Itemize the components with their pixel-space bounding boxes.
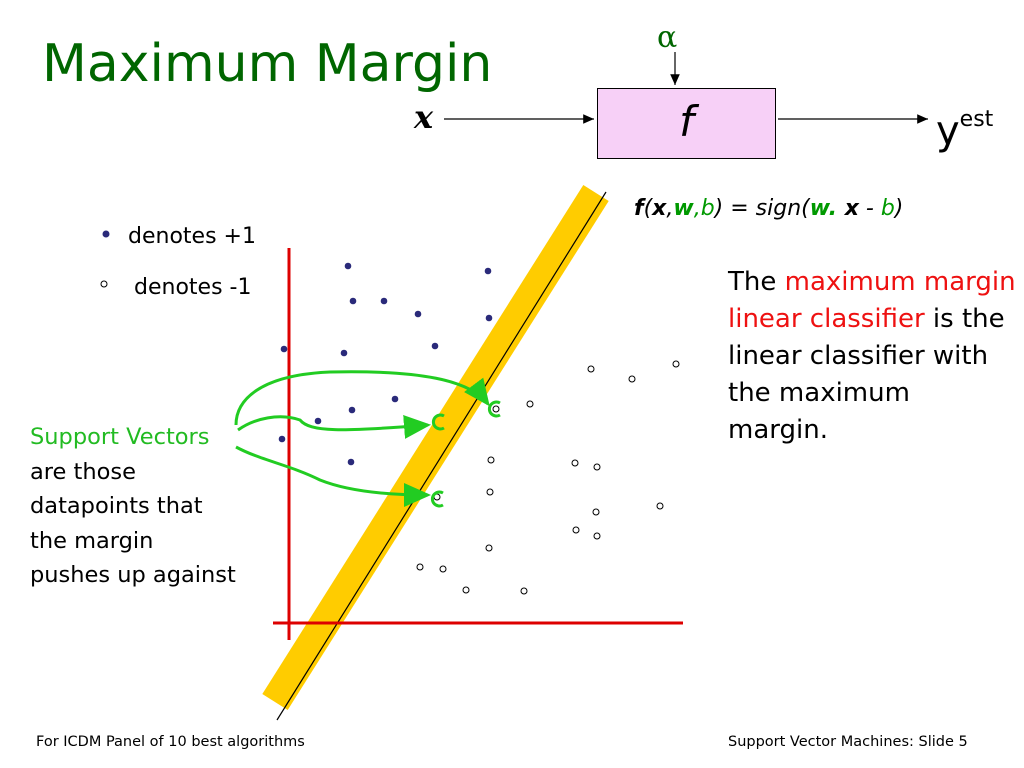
legend-negative-dot xyxy=(100,280,108,288)
positive-point xyxy=(431,342,439,350)
support-vector-arrow-1 xyxy=(234,370,490,426)
negative-point xyxy=(587,365,595,373)
support-vector-marker xyxy=(431,413,445,431)
description-text: The maximum margin linear classifier is … xyxy=(728,264,1018,449)
negative-point xyxy=(492,405,500,413)
formula-x2: x xyxy=(837,196,859,221)
positive-point xyxy=(340,349,348,357)
support-vector-marker xyxy=(487,400,501,418)
positive-point xyxy=(484,267,492,275)
positive-point xyxy=(391,395,399,403)
function-label: f xyxy=(679,97,694,146)
negative-point xyxy=(487,456,495,464)
formula-w2: w. xyxy=(809,196,838,221)
negative-point xyxy=(520,587,528,595)
negative-point xyxy=(571,459,579,467)
formula-x: x xyxy=(652,196,667,221)
positive-point xyxy=(414,310,422,318)
negative-point xyxy=(593,463,601,471)
support-vector-marker xyxy=(430,490,444,508)
negative-point xyxy=(485,544,493,552)
output-symbol: y xyxy=(936,108,960,154)
footer-left: For ICDM Panel of 10 best algorithms xyxy=(36,734,305,750)
support-vector-arrow-3 xyxy=(235,445,431,507)
negative-point xyxy=(462,586,470,594)
formula-w: w xyxy=(673,196,694,221)
legend-positive-label: denotes +1 xyxy=(128,224,256,249)
formula-close: ) xyxy=(894,196,904,221)
positive-point xyxy=(344,262,352,270)
output-superscript: est xyxy=(959,106,994,132)
negative-point xyxy=(593,532,601,540)
positive-point xyxy=(278,435,286,443)
positive-point xyxy=(485,314,493,322)
formula-comma1: , xyxy=(666,196,674,221)
negative-point xyxy=(672,360,680,368)
positive-point xyxy=(314,417,322,425)
negative-point xyxy=(416,563,424,571)
support-vectors-heading: Support Vectors xyxy=(30,424,210,450)
margin-band xyxy=(262,184,609,711)
output-label: yest xyxy=(936,106,994,154)
function-box: f xyxy=(597,88,776,159)
description-post: is the linear classifier with the maximu… xyxy=(728,304,1005,445)
formula-mid: ) = sign( xyxy=(714,196,810,221)
support-vectors-caption: Support Vectors are those datapoints tha… xyxy=(30,420,240,593)
formula-minus: - xyxy=(858,196,881,221)
legend-positive-dot xyxy=(102,230,110,238)
footer-right: Support Vector Machines: Slide 5 xyxy=(728,734,968,750)
positive-point xyxy=(349,297,357,305)
negative-point xyxy=(656,502,664,510)
decision-boundary xyxy=(276,191,607,721)
negative-point xyxy=(592,508,600,516)
support-vectors-body: are those datapoints that the margin pus… xyxy=(30,458,236,589)
input-label: x xyxy=(414,98,434,136)
negative-point xyxy=(439,565,447,573)
positive-point xyxy=(280,345,288,353)
classifier-formula: f(x,w,b) = sign(w. x - b) xyxy=(634,196,903,221)
alpha-symbol: α xyxy=(657,20,678,55)
description-pre: The xyxy=(728,267,785,297)
negative-point xyxy=(486,488,494,496)
formula-open: ( xyxy=(643,196,653,221)
legend-negative-label: denotes -1 xyxy=(134,275,252,300)
positive-point xyxy=(380,297,388,305)
formula-comma2: , xyxy=(693,196,701,221)
formula-b: b xyxy=(700,196,715,221)
positive-point xyxy=(348,406,356,414)
negative-point xyxy=(572,526,580,534)
support-vector-arrow-2 xyxy=(237,414,431,439)
formula-b2: b xyxy=(880,196,895,221)
formula-f: f xyxy=(634,196,644,221)
positive-point xyxy=(347,458,355,466)
slide-title: Maximum Margin xyxy=(42,34,493,94)
negative-point xyxy=(526,400,534,408)
negative-point xyxy=(628,375,636,383)
description-highlight: maximum margin linear classifier xyxy=(728,267,1016,334)
